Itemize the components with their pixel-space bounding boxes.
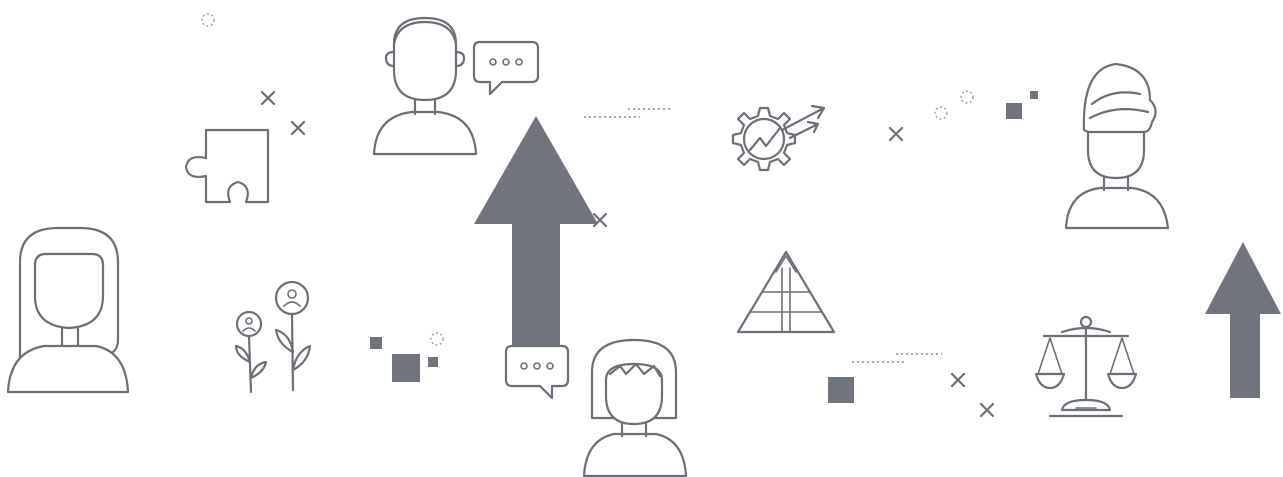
woman-bob-avatar-icon: [582, 338, 688, 477]
chat-bubble-icon: [472, 40, 540, 96]
scales-justice-icon: [1034, 315, 1138, 418]
chat-bubble-icon: [504, 344, 570, 400]
woman-turban-icon: [1064, 62, 1170, 230]
square-decor-icon: [370, 91, 1038, 403]
puzzle-piece-icon: [184, 128, 270, 204]
flowers-people-icon: [234, 280, 312, 394]
small-up-arrow-icon: [1205, 242, 1281, 398]
pyramid-arrow-icon: [736, 250, 836, 334]
woman-hijab-icon: [6, 226, 130, 394]
dashed-line-decor-icon: [584, 108, 942, 363]
cross-decor-icon: [260, 90, 995, 418]
gear-growth-icon: [731, 104, 826, 172]
dotted-circle-decor-icon: [201, 13, 974, 346]
man-avatar-icon: [372, 16, 478, 156]
up-arrow-icon: [474, 116, 598, 352]
